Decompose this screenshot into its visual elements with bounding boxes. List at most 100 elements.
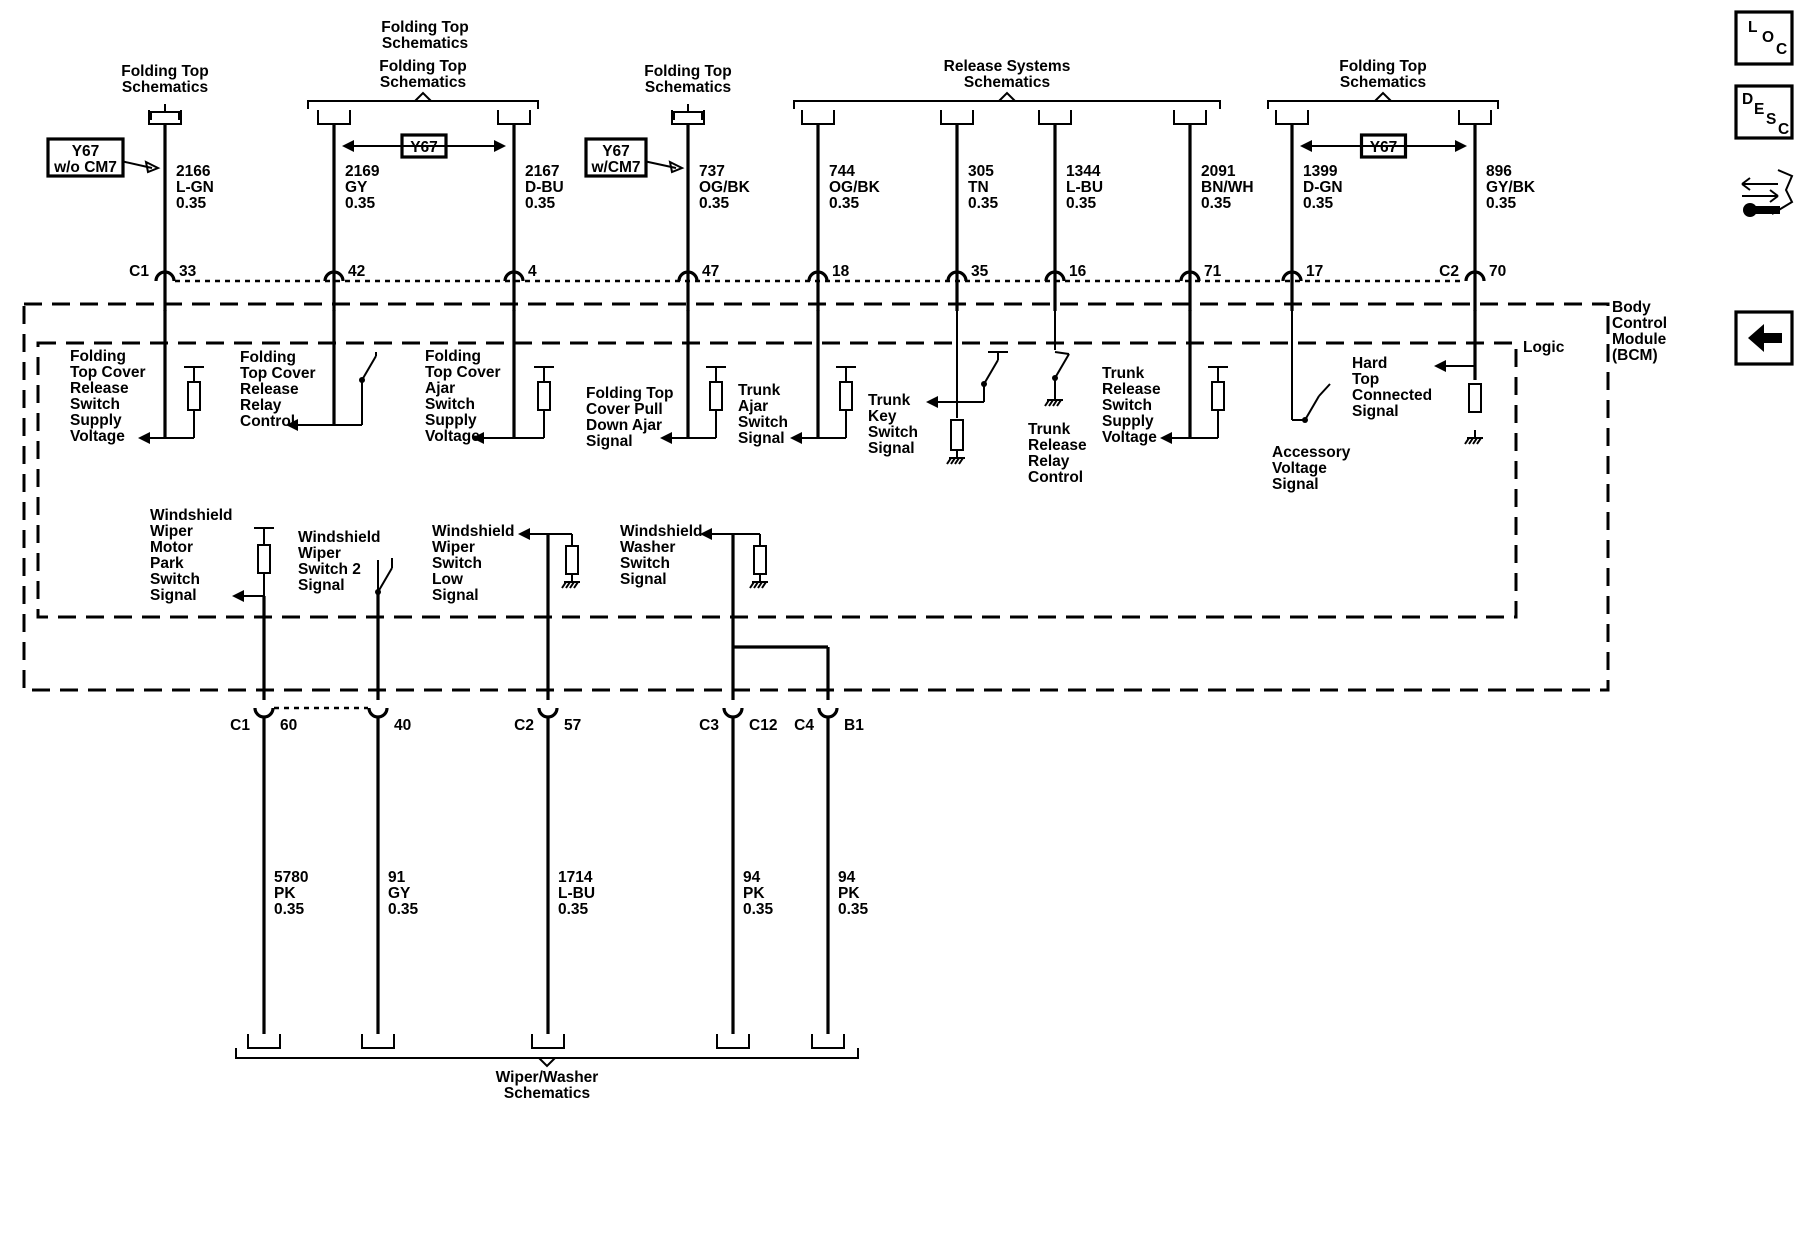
pin-label: 42	[348, 263, 365, 280]
resistor	[839, 381, 853, 411]
bottom-pin-label: B1	[844, 717, 864, 734]
y67-a-box	[400, 133, 448, 159]
y67-a-left-head	[342, 140, 354, 152]
bottom-connector-pin	[253, 707, 275, 719]
resistor	[187, 381, 201, 411]
resistor	[709, 381, 723, 411]
bottom-bracket	[235, 1048, 859, 1059]
connector-icon[interactable]	[1741, 169, 1794, 217]
arrow-left	[660, 432, 672, 444]
pin-label: 47	[702, 263, 719, 280]
arrow-left	[790, 432, 802, 444]
desc-letter-e: E	[1754, 101, 1764, 118]
bottom-connector-name: C2	[514, 717, 534, 734]
loc-button[interactable]: LOC	[1734, 10, 1794, 66]
header-connector-stub	[940, 110, 974, 125]
desc-letter-c: C	[1778, 121, 1789, 138]
ground-hatch	[1048, 399, 1054, 407]
connector-name: C2	[1439, 263, 1459, 280]
ground-hatch	[561, 581, 567, 589]
bottom-pin-label: 57	[564, 717, 581, 734]
y67-wo-cm7-box	[46, 137, 125, 178]
ground-hatch	[1056, 399, 1062, 407]
ground-hatch	[954, 457, 960, 465]
loc-letter-o: O	[1762, 29, 1774, 46]
ground-hatch	[1464, 437, 1470, 445]
bottom-connector-stub	[811, 1034, 845, 1049]
switch-blade	[361, 355, 377, 381]
pin-label: 35	[971, 263, 989, 280]
y67-w-cm7-arrowhead	[668, 160, 685, 174]
pin-label: 18	[832, 263, 850, 280]
arrow-left	[1160, 432, 1172, 444]
arrow-left	[700, 528, 712, 540]
logic-outline	[36, 341, 1518, 619]
resistor	[753, 545, 767, 575]
ground-hatch	[950, 457, 956, 465]
back-arrow-icon[interactable]	[1734, 310, 1794, 366]
y67-a-label: Y67	[410, 139, 438, 156]
arrow-left	[926, 396, 938, 408]
resistor	[950, 419, 964, 451]
ft1-connector	[150, 111, 180, 120]
bottom-pin-label: 60	[280, 717, 297, 734]
y67-w-cm7-box	[584, 137, 648, 178]
arrow-left	[286, 419, 298, 431]
header-connector-stub	[1458, 110, 1492, 125]
pin-label: 4	[528, 263, 537, 280]
pin-label: 17	[1306, 263, 1323, 280]
bottom-connector-name: C3	[699, 717, 719, 734]
ft2-bracket	[307, 100, 539, 109]
bottom-connector-name: C1	[230, 717, 250, 734]
bottom-connector-stub	[247, 1034, 281, 1049]
switch-blade	[377, 567, 393, 593]
bottom-connector-name: C4	[794, 717, 814, 734]
ft4-bracket	[1267, 100, 1499, 109]
ground-hatch	[565, 581, 571, 589]
y67-b-label: Y67	[1370, 139, 1398, 156]
bottom-pin-label: 40	[394, 717, 411, 734]
rel-bracket	[793, 100, 1221, 109]
wire	[1318, 383, 1331, 397]
switch-blade	[1054, 353, 1070, 379]
arrow-left	[1434, 360, 1446, 372]
bottom-connector-pin	[367, 707, 389, 719]
y67-a-right-head	[494, 140, 506, 152]
wire	[1054, 351, 1070, 355]
desc-letter-s: S	[1766, 111, 1776, 128]
ground-hatch	[753, 581, 759, 589]
bottom-connector-pin	[722, 707, 744, 719]
bottom-connector-stub	[531, 1034, 565, 1049]
pin-label: 70	[1489, 263, 1506, 280]
desc-letter-d: D	[1742, 91, 1753, 108]
arrow-left	[232, 590, 244, 602]
ground-hatch	[1044, 399, 1050, 407]
ground-hatch	[1476, 437, 1482, 445]
ft2-bracket-tip	[414, 91, 432, 102]
bottom-bracket-tip	[538, 1057, 556, 1068]
pin-label: 33	[179, 263, 197, 280]
